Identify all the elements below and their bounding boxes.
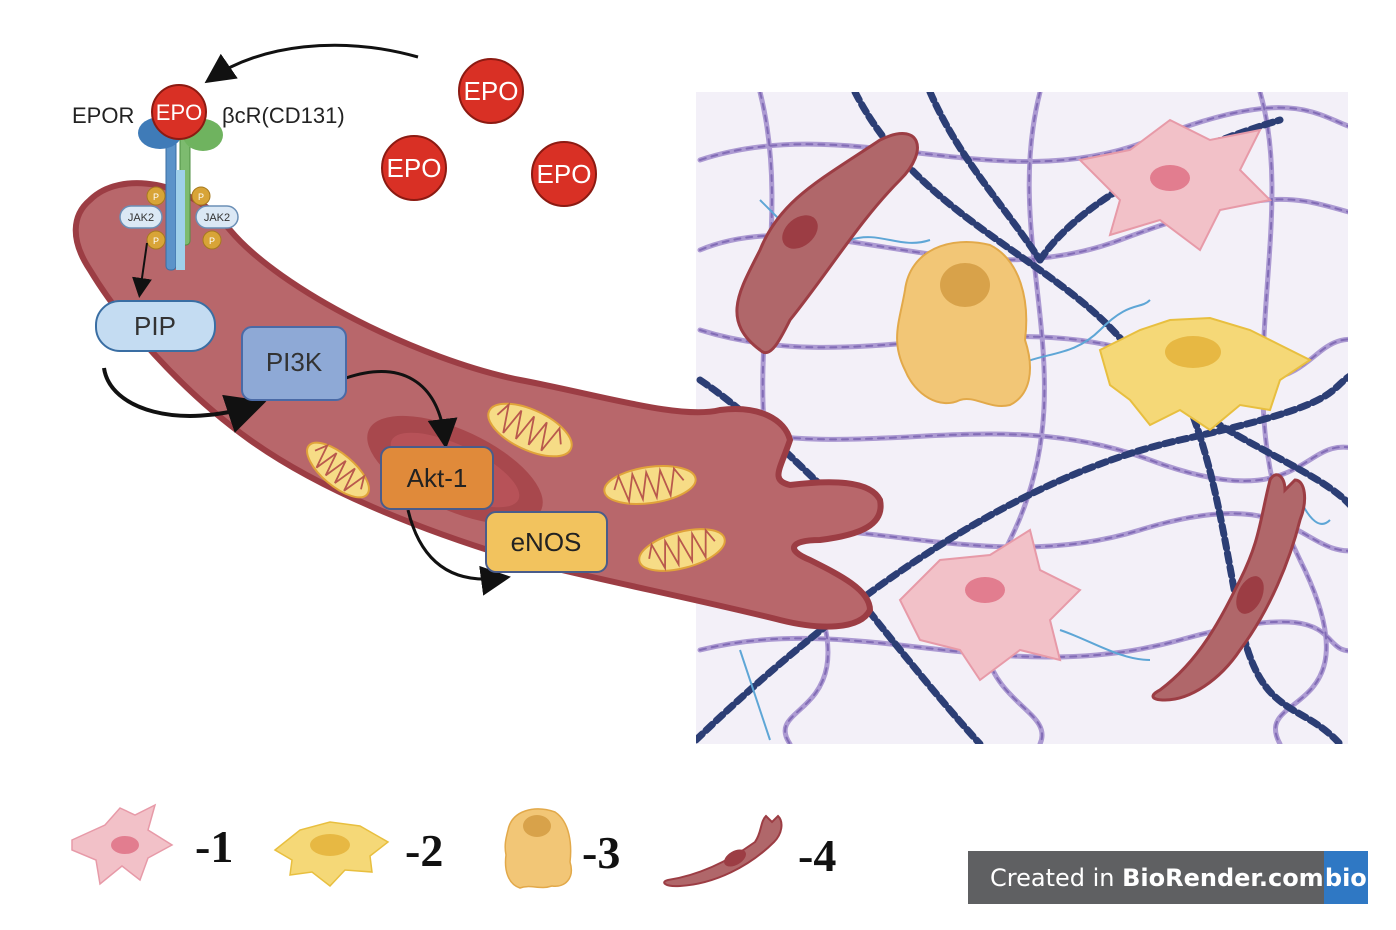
svg-text:P: P bbox=[198, 192, 204, 202]
svg-text:EPO: EPO bbox=[537, 159, 592, 189]
legend-icon-cell-type-2 bbox=[273, 821, 390, 888]
jak2-right: JAK2 bbox=[195, 205, 239, 229]
akt1-node: Akt-1 bbox=[380, 446, 494, 510]
mitochondria bbox=[306, 402, 726, 572]
biorender-logo-icon: bio bbox=[1323, 851, 1368, 904]
glycan-strands bbox=[739, 199, 1331, 741]
svg-text:EPO: EPO bbox=[464, 76, 519, 106]
svg-text:eNOS: eNOS bbox=[511, 527, 582, 557]
epo-free-2: EPO bbox=[381, 135, 447, 201]
svg-text:Akt-1: Akt-1 bbox=[407, 463, 468, 493]
legend-icon-cell-type-1 bbox=[71, 803, 174, 886]
epor-label: EPOR bbox=[72, 103, 134, 128]
matrix-cell-pink-top bbox=[1077, 118, 1273, 252]
legend: -1 -2 -3 -4 bbox=[71, 803, 836, 889]
legend-label-4: -4 bbox=[798, 830, 836, 881]
legend-label-1: -1 bbox=[195, 821, 233, 872]
legend-label-3: -3 bbox=[582, 827, 620, 878]
mitochondrion-3 bbox=[603, 465, 697, 505]
epo-free-3: EPO bbox=[531, 141, 597, 207]
mitochondrion-2 bbox=[487, 402, 573, 458]
pi3k-to-akt-arrow bbox=[345, 370, 458, 449]
badge-text: Created in BioRender.com bbox=[968, 864, 1324, 892]
svg-text:JAK2: JAK2 bbox=[204, 212, 230, 224]
legend-icon-cell-type-4 bbox=[663, 814, 783, 888]
svg-text:JAK2: JAK2 bbox=[128, 212, 154, 224]
legend-icon-cell-type-3 bbox=[504, 808, 572, 889]
jak2-to-pip-arrow bbox=[132, 242, 152, 298]
matrix-cell-pink-bottom bbox=[898, 528, 1082, 682]
mitochondrion-1 bbox=[306, 441, 370, 499]
svg-text:EPO: EPO bbox=[387, 153, 442, 183]
epo-free-1: EPO bbox=[458, 58, 524, 124]
pip-node: PIP bbox=[95, 300, 216, 352]
extracellular-matrix-panel bbox=[696, 92, 1348, 744]
svg-text:EPO: EPO bbox=[156, 100, 202, 125]
matrix-cell-brown-top bbox=[735, 132, 919, 354]
pi3k-node: PI3K bbox=[241, 326, 347, 401]
akt-to-enos-arrow bbox=[406, 509, 511, 596]
svg-text:PIP: PIP bbox=[134, 311, 176, 341]
svg-text:P: P bbox=[153, 236, 159, 246]
epo-binding-arrow bbox=[204, 43, 419, 84]
pip-to-pi3k-arrow bbox=[102, 367, 267, 433]
mitochondrion-4 bbox=[638, 527, 726, 572]
enos-node: eNOS bbox=[485, 511, 608, 573]
matrix-cell-yellow bbox=[1098, 316, 1312, 432]
matrix-cell-orange bbox=[896, 241, 1031, 408]
epo-bound: EPO bbox=[151, 84, 207, 140]
matrix-cell-brown-bottom bbox=[1151, 473, 1307, 702]
badge-prefix: Created in bbox=[990, 863, 1123, 892]
svg-text:P: P bbox=[153, 192, 159, 202]
biorender-badge[interactable]: Created in BioRender.com bio bbox=[968, 851, 1368, 904]
bcr-label: βcR(CD131) bbox=[222, 103, 345, 128]
badge-brand: BioRender.com bbox=[1122, 863, 1324, 892]
phospho-sites: P P P P bbox=[146, 186, 222, 250]
pathway-arrows bbox=[102, 43, 511, 596]
jak2-left: JAK2 bbox=[119, 205, 163, 229]
legend-label-2: -2 bbox=[405, 825, 443, 876]
svg-text:PI3K: PI3K bbox=[266, 347, 323, 377]
svg-text:P: P bbox=[209, 236, 215, 246]
